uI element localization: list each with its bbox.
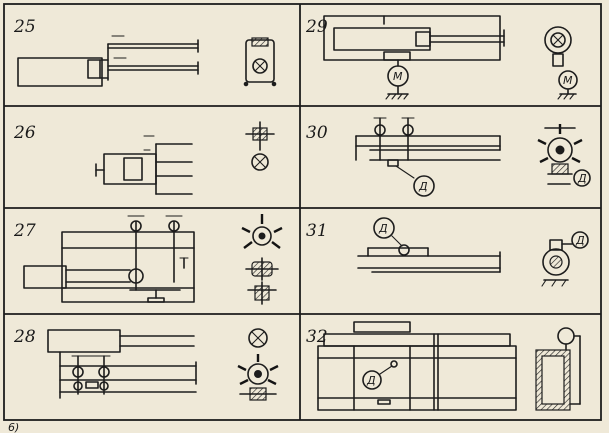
- diagram-number: 29: [305, 17, 328, 37]
- diagram-26: 26: [13, 121, 275, 195]
- diagram-31: 31 Д Д: [306, 217, 589, 287]
- motor-front: M: [385, 65, 409, 100]
- drive-icon: [571, 231, 589, 249]
- svg-text:Д: Д: [575, 234, 585, 247]
- svg-text:Д: Д: [418, 180, 428, 193]
- side-view-30: Д: [537, 124, 591, 187]
- drive-icon: [373, 217, 395, 239]
- svg-text:Д: Д: [366, 374, 376, 387]
- cross-in-circle-icon: [252, 58, 268, 74]
- side-view-28: [237, 328, 279, 401]
- diagram-number: 30: [306, 123, 328, 143]
- diagram-27: 27: [13, 214, 283, 305]
- svg-text:Д: Д: [577, 172, 587, 185]
- side-view-27: [241, 214, 283, 305]
- svg-text:M: M: [563, 74, 573, 87]
- diagram-32: 32 Д: [306, 321, 581, 411]
- diagram-number: 31: [306, 221, 328, 241]
- diagram-number: 32: [306, 327, 328, 347]
- diagram-number: 26: [13, 123, 36, 143]
- roller-icon: [130, 220, 142, 232]
- side-view-25: [243, 37, 277, 87]
- cross-in-circle-icon: [550, 32, 566, 48]
- svg-text:M: M: [393, 70, 403, 83]
- diagram-number: 27: [13, 221, 36, 241]
- svg-text:Д: Д: [378, 222, 388, 235]
- drive-icon: [413, 175, 435, 197]
- drive-icon: [362, 370, 382, 390]
- diagram-number: 25: [13, 17, 36, 37]
- cross-in-circle-icon: [251, 153, 269, 171]
- diagram-29: 29 M M: [305, 15, 578, 100]
- drive-icon: [573, 169, 591, 187]
- side-view-29: M: [544, 26, 578, 100]
- diagram-30: 30 Д Д: [306, 117, 591, 197]
- page-mark: 6): [8, 421, 19, 433]
- roller-icon: [168, 220, 180, 232]
- side-view-32: [535, 327, 581, 411]
- diagram-number: 28: [13, 327, 36, 347]
- side-view-31: Д: [541, 231, 589, 287]
- cross-in-circle-icon: [248, 328, 268, 348]
- grid-frame: [3, 3, 602, 421]
- diagram-28: 28: [13, 327, 279, 401]
- roller-icon: [398, 244, 410, 256]
- diagram-25: 25: [13, 17, 277, 87]
- side-view-26: [245, 121, 275, 171]
